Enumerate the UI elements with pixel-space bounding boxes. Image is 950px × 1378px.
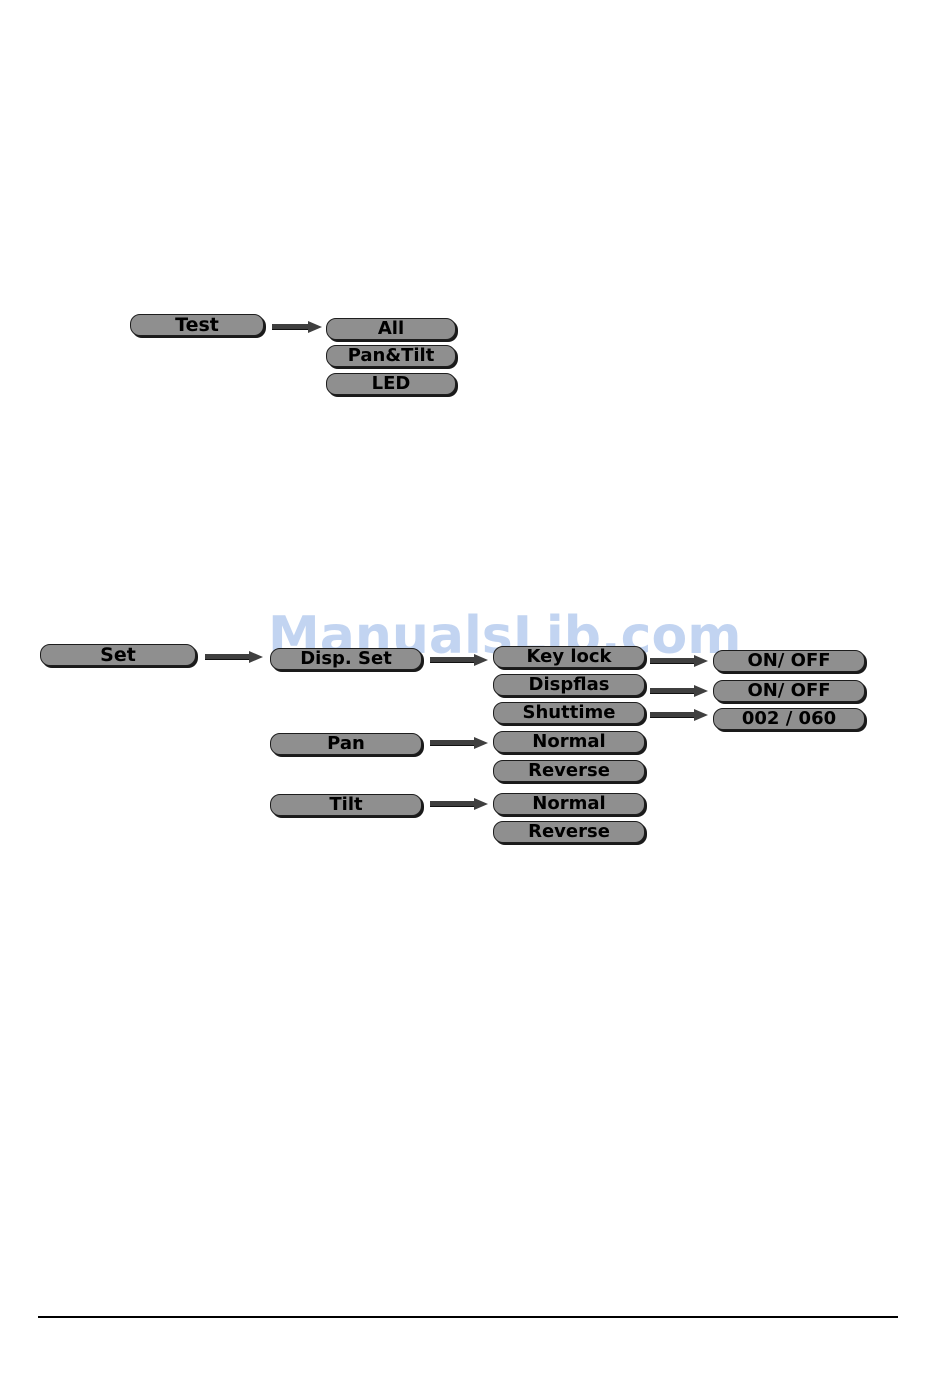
test-option-pan-tilt: Pan&Tilt <box>326 345 456 367</box>
key-lock-value: ON/ OFF <box>713 650 865 672</box>
tilt-option-reverse: Reverse <box>493 821 645 843</box>
test-arrow-icon <box>272 321 322 333</box>
dispflas-arrow-icon <box>650 685 708 697</box>
tilt-node: Tilt <box>270 794 422 816</box>
tilt-arrow-icon <box>430 798 488 810</box>
pan-node: Pan <box>270 733 422 755</box>
set-arrow-icon <box>205 651 263 663</box>
test-option-all: All <box>326 318 456 340</box>
disp-item-dispflas: Dispflas <box>493 674 645 696</box>
test-root-node: Test <box>130 314 264 336</box>
test-option-led: LED <box>326 373 456 395</box>
disp-item-key-lock: Key lock <box>493 646 645 668</box>
dispflas-value: ON/ OFF <box>713 680 865 702</box>
set-root-node: Set <box>40 644 196 666</box>
tilt-option-normal: Normal <box>493 793 645 815</box>
disp-item-shuttime: Shuttime <box>493 702 645 724</box>
key-lock-arrow-icon <box>650 655 708 667</box>
pan-arrow-icon <box>430 737 488 749</box>
disp-set-arrow-icon <box>430 654 488 666</box>
shuttime-arrow-icon <box>650 709 708 721</box>
pan-option-reverse: Reverse <box>493 760 645 782</box>
pan-option-normal: Normal <box>493 731 645 753</box>
disp-set-node: Disp. Set <box>270 648 422 670</box>
footer-divider <box>38 1316 898 1318</box>
shuttime-value: 002 / 060 <box>713 708 865 730</box>
